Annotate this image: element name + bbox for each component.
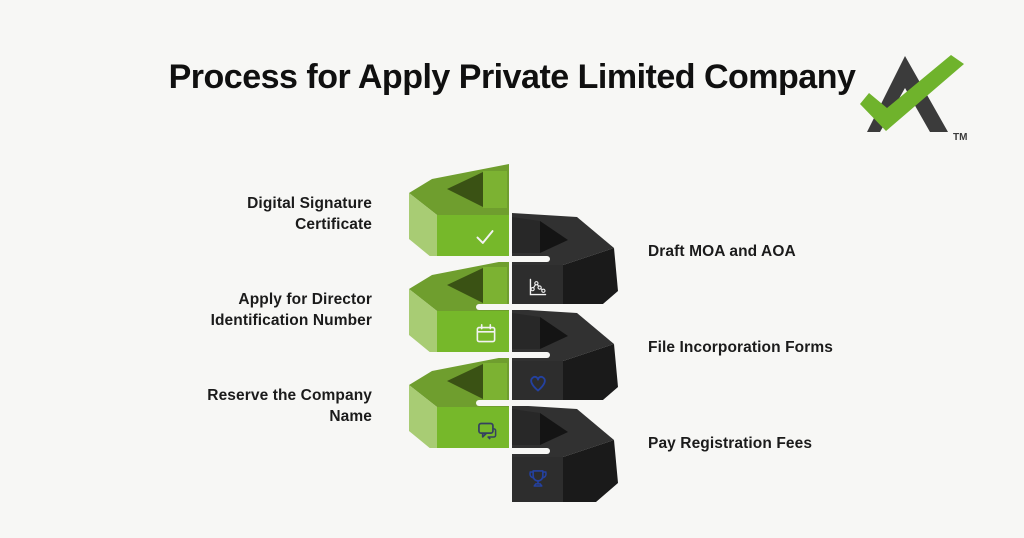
page-title: Process for Apply Private Limited Compan… xyxy=(168,58,856,96)
step-label-file-incorporation-forms: File Incorporation Forms xyxy=(648,339,833,356)
chat-bubbles-icon xyxy=(478,422,497,440)
brand-logo: TM xyxy=(856,48,978,153)
step-label-reserve-company-name: Reserve the Company Name xyxy=(102,385,372,427)
separator-line xyxy=(476,304,612,310)
check-icon xyxy=(476,230,494,244)
label-line: Apply for Director xyxy=(238,291,372,308)
label-line: Digital Signature xyxy=(247,195,372,212)
step-label-draft-moa-aoa: Draft MOA and AOA xyxy=(648,243,796,260)
label-line: Certificate xyxy=(295,216,372,233)
heart-icon xyxy=(530,375,546,392)
calendar-icon xyxy=(476,324,496,343)
separator-line xyxy=(402,256,550,262)
label-line: Name xyxy=(329,408,372,425)
logo-check-icon xyxy=(860,55,964,131)
logo-trademark: TM xyxy=(953,132,967,143)
step-label-pay-registration-fees: Pay Registration Fees xyxy=(648,435,813,452)
label-line: Identification Number xyxy=(210,312,372,329)
step-label-digital-signature-certificate: Digital Signature Certificate xyxy=(102,193,372,235)
separator-line xyxy=(402,448,550,454)
line-chart-icon xyxy=(529,278,547,296)
step-label-apply-for-din: Apply for Director Identification Number xyxy=(102,289,372,331)
label-line: Reserve the Company xyxy=(207,387,372,404)
trophy-icon xyxy=(529,470,547,487)
separator-line xyxy=(402,352,550,358)
separator-line xyxy=(476,400,612,406)
